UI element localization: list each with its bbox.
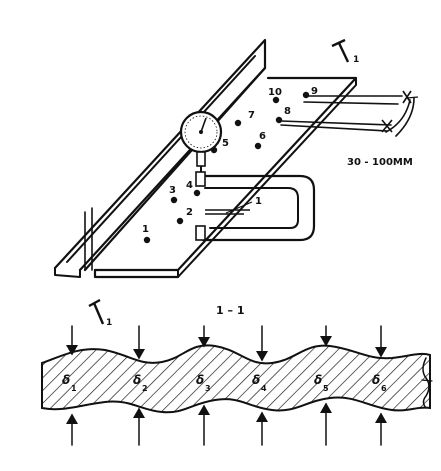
svg-text:6: 6 xyxy=(381,384,387,393)
svg-text:4: 4 xyxy=(261,384,267,393)
stiffened-plate xyxy=(53,38,358,279)
svg-text:7: 7 xyxy=(248,110,255,121)
extension-arm xyxy=(280,90,419,137)
svg-text:2: 2 xyxy=(142,384,148,393)
svg-text:10: 10 xyxy=(268,87,282,98)
svg-text:δ: δ xyxy=(252,373,260,387)
point-1: 1 xyxy=(142,224,151,244)
svg-text:1: 1 xyxy=(255,196,262,207)
svg-text:δ: δ xyxy=(314,373,322,387)
section-title: 1 – 1 xyxy=(216,304,244,317)
svg-text:5: 5 xyxy=(222,138,229,149)
svg-text:δ: δ xyxy=(133,373,141,387)
svg-text:δ: δ xyxy=(372,373,380,387)
thickness-label-1: δ 1 xyxy=(62,373,77,393)
caliper-section-mark: 1 xyxy=(225,196,262,214)
thickness-label-5: δ 5 xyxy=(314,373,329,393)
section-mark-top: 1 xyxy=(331,38,359,65)
svg-text:1: 1 xyxy=(106,318,112,328)
svg-text:1: 1 xyxy=(353,55,359,65)
svg-text:9: 9 xyxy=(311,86,318,97)
svg-text:1: 1 xyxy=(142,224,149,235)
svg-text:5: 5 xyxy=(323,384,329,393)
thickness-labels: δ 1 δ 2 δ 3 δ 4 δ 5 δ 6 xyxy=(62,373,387,393)
measure-range-label: 30 - 100MM xyxy=(347,157,413,168)
thickness-arrows xyxy=(66,325,387,446)
thickness-label-2: δ 2 xyxy=(133,373,148,393)
svg-text:8: 8 xyxy=(284,106,291,117)
thickness-label-4: δ 4 xyxy=(252,373,267,393)
c-clamp-frame xyxy=(195,171,316,242)
svg-text:δ: δ xyxy=(62,373,70,387)
point-4: 4 xyxy=(186,180,201,197)
svg-text:1: 1 xyxy=(71,384,77,393)
svg-text:4: 4 xyxy=(186,180,193,191)
section-plate xyxy=(41,344,433,414)
svg-text:2: 2 xyxy=(186,207,193,218)
thickness-label-3: δ 3 xyxy=(196,373,211,393)
point-7: 7 xyxy=(234,110,255,127)
svg-text:6: 6 xyxy=(259,131,266,142)
point-3: 3 xyxy=(169,185,178,204)
svg-text:3: 3 xyxy=(169,185,176,196)
point-10: 10 xyxy=(268,87,282,104)
svg-text:δ: δ xyxy=(196,373,204,387)
thickness-label-6: δ 6 xyxy=(372,373,387,393)
point-2: 2 xyxy=(176,207,193,225)
point-6: 6 xyxy=(254,131,266,150)
section-mark-mid: 1 xyxy=(88,298,112,328)
svg-text:3: 3 xyxy=(205,384,211,393)
dial-gauge xyxy=(179,110,223,186)
